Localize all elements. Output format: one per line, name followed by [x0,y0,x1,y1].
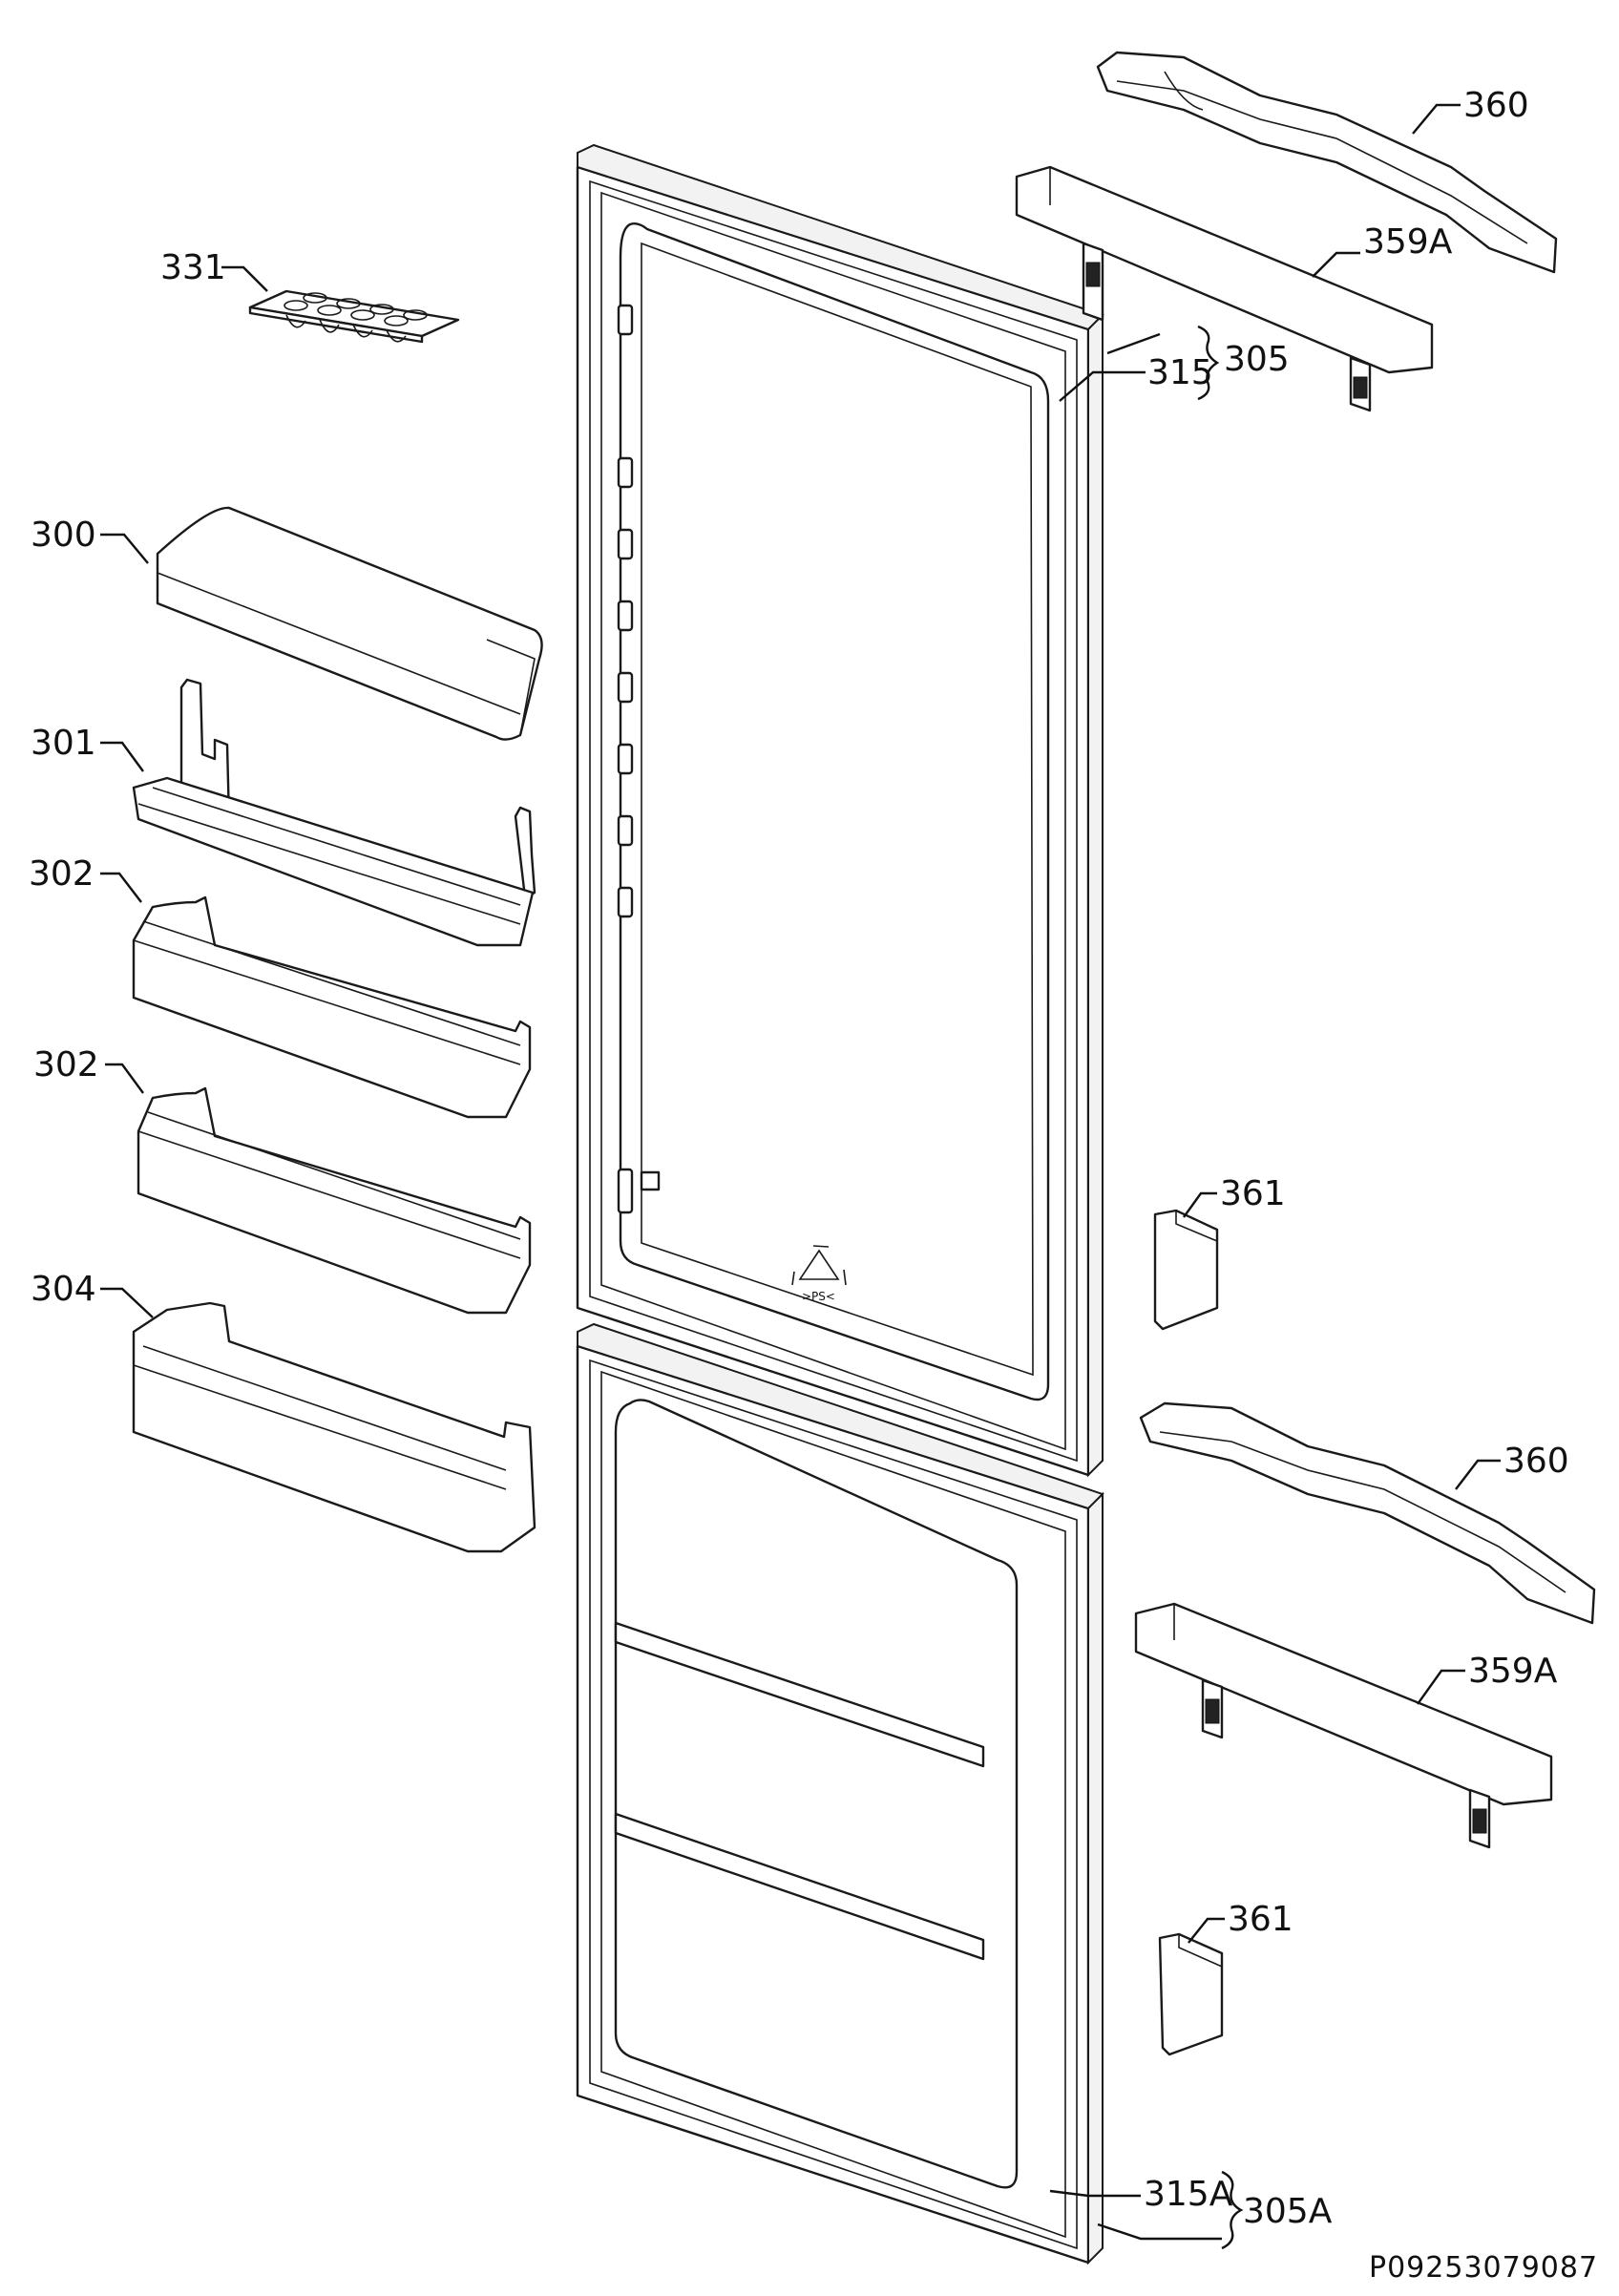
freezer-door-gasket-outer [589,1359,1078,2250]
label-361-lower: 361 [1228,1900,1293,1939]
door-shelf-301 [132,678,536,947]
label-305: 305 [1224,340,1290,379]
leader-lines [100,103,1501,2250]
label-360-upper: 360 [1463,86,1529,125]
label-361-upper: 361 [1220,1174,1286,1213]
fridge-door-assembly: >PS< [576,143,1104,1478]
freezer-door-gasket-inner [600,1370,1066,2239]
fridge-door-inner-liner [619,221,1050,1401]
freezer-door-assembly [576,1322,1104,2265]
hinge-bracket-360-upper [1096,51,1558,274]
freezer-door-side-edge [1087,1491,1104,2265]
label-315A: 315A [1144,2175,1233,2214]
freezer-door-inner-panel [614,1399,1019,2189]
fridge-door-side-edge [1087,312,1104,1478]
label-301: 301 [31,724,96,763]
label-302-lower: 302 [33,1045,99,1085]
label-359A-lower: 359A [1468,1652,1558,1691]
label-302-upper: 302 [29,854,95,894]
drawing-code: P09253079087 [1369,2251,1598,2285]
fridge-door-liner-recess [641,242,1034,1377]
egg-tray [248,289,460,344]
label-300: 300 [31,516,96,555]
door-shelf-302-lower [137,1086,532,1315]
fridge-door-shelf-hooks [617,304,661,1214]
recycle-icon [791,1245,847,1286]
hinge-cover-359A-lower [1134,1602,1553,1849]
bottle-shelf-304 [132,1301,536,1553]
part-number-labels: 331 300 301 302 302 304 360 359A 315 305… [29,86,1598,2285]
dairy-compartment [156,506,543,741]
hinge-pin-cover-361-upper [1153,1209,1219,1331]
hinge-pin-cover-361-lower [1158,1932,1224,2056]
hinge-bracket-360-lower [1139,1401,1596,1625]
label-360-lower: 360 [1503,1442,1569,1481]
freezer-door-rib-lower [614,1812,985,1961]
door-shelf-302-upper [132,895,532,1119]
label-331: 331 [160,248,226,287]
fridge-door-gasket-outer [589,179,1078,1463]
fridge-door-gasket-inner [600,191,1066,1451]
recycle-mark-text: >PS< [802,1290,835,1303]
hinge-cover-359A-upper [1015,165,1434,412]
freezer-door-rib-upper [614,1621,985,1768]
label-315: 315 [1147,353,1213,392]
label-304: 304 [31,1270,96,1309]
label-359A-upper: 359A [1363,222,1453,262]
label-305A: 305A [1243,2192,1333,2231]
